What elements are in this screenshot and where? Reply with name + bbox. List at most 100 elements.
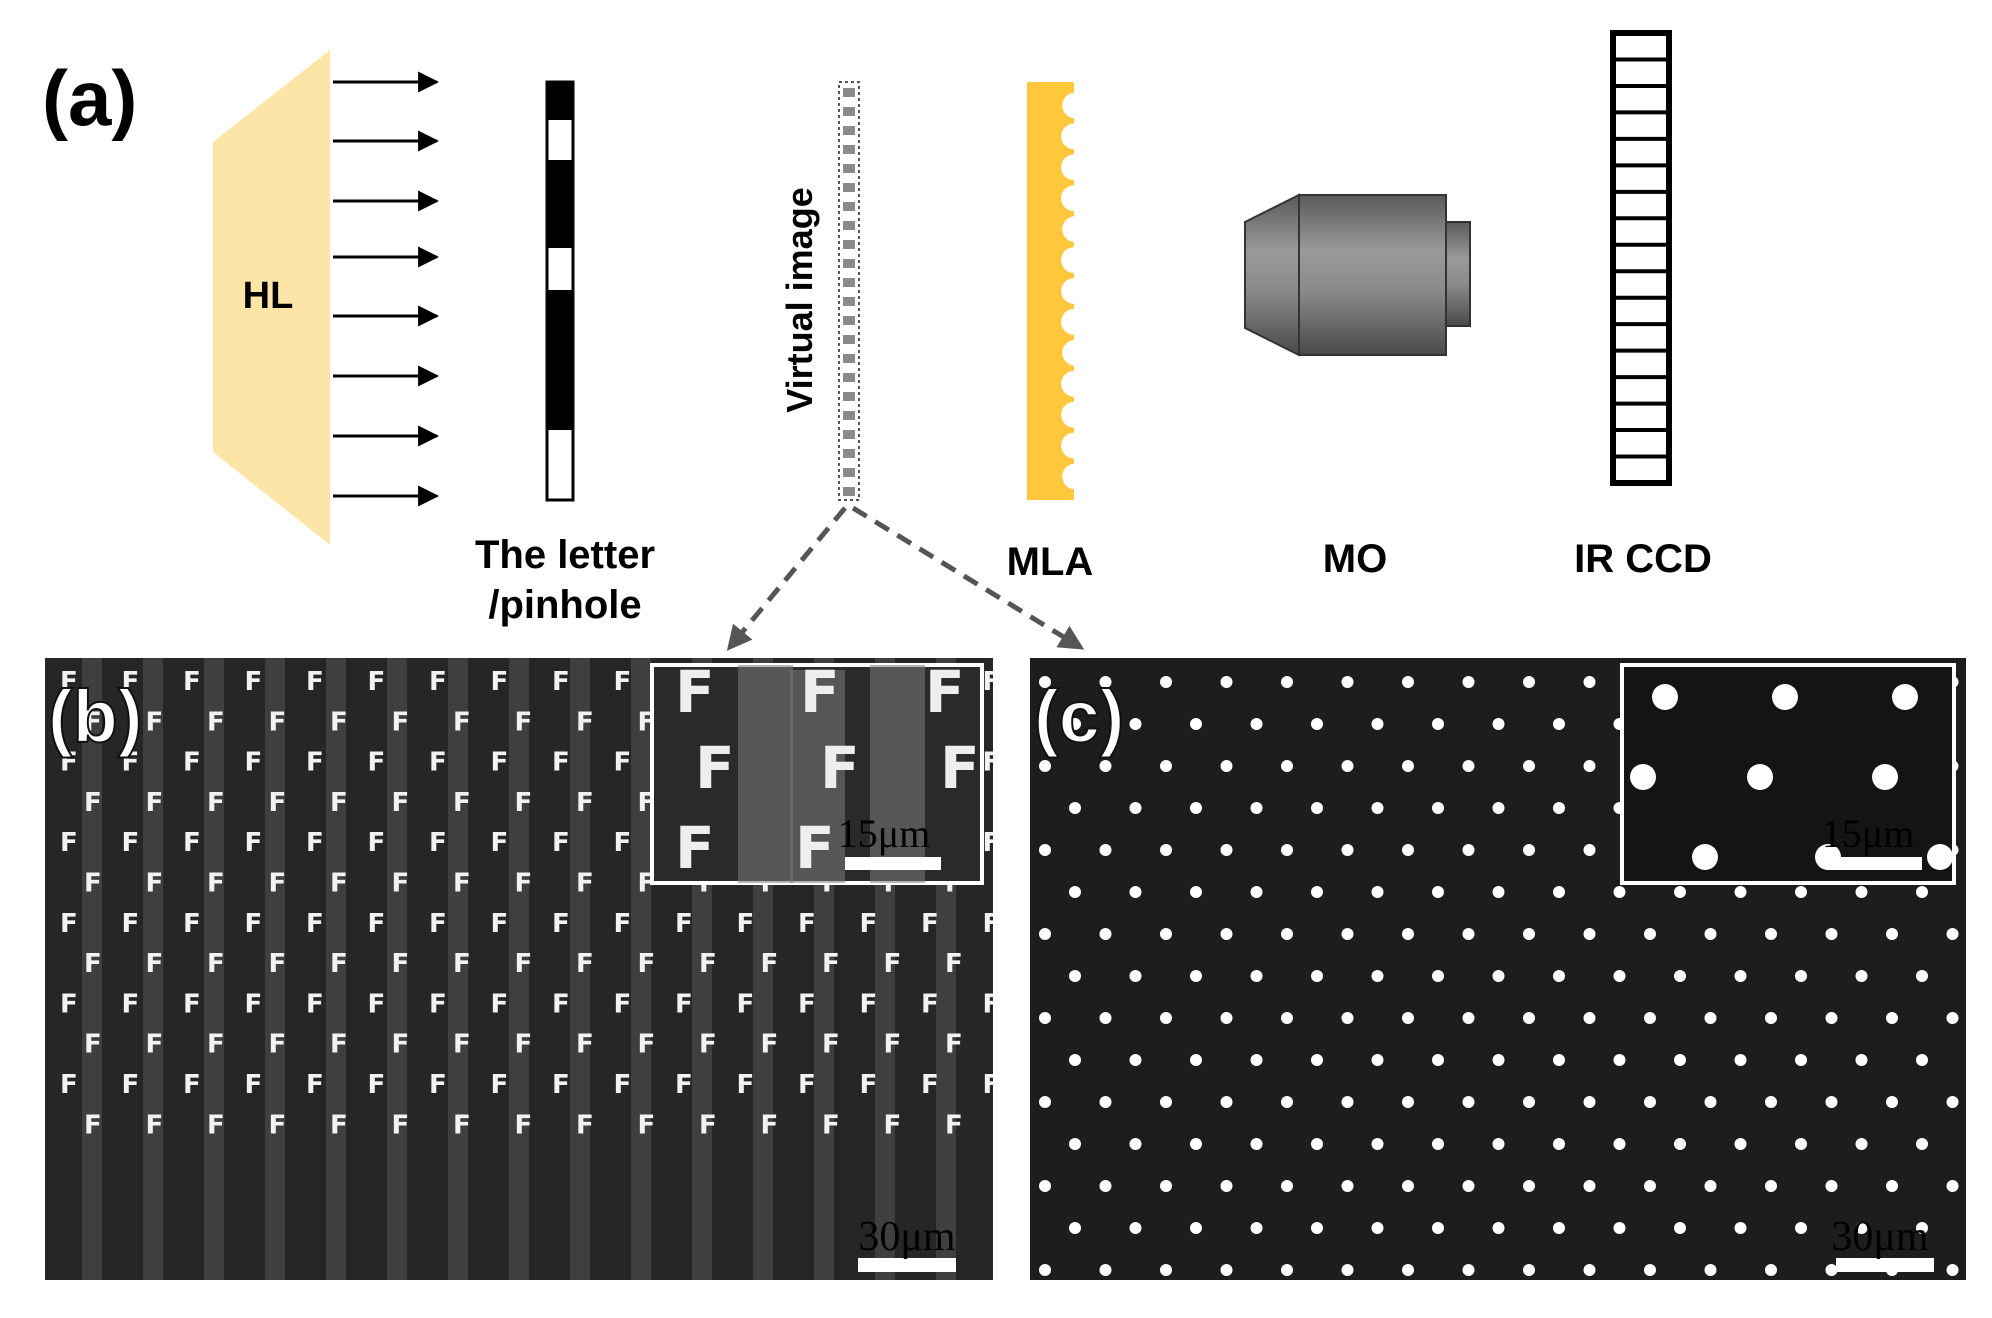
light-spot (1432, 886, 1444, 898)
f-letter: F (515, 1030, 533, 1060)
f-letter: F (330, 788, 348, 818)
virtual-image-dash (843, 164, 855, 173)
f-letter: F (945, 1110, 963, 1140)
f-letter: F (146, 869, 164, 899)
pointer-arrows (726, 505, 1085, 651)
microscope-objective-icon (1244, 193, 1471, 357)
light-spot (1432, 1138, 1444, 1150)
light-spot (1341, 844, 1354, 856)
light-spot (1220, 676, 1233, 688)
light-spot (1160, 676, 1172, 688)
f-letter: F (552, 748, 570, 778)
f-letter: F (552, 1070, 570, 1100)
f-letter: F (884, 1030, 902, 1060)
panel-c-label: (c) (1034, 675, 1124, 758)
virtual-image-plane (838, 81, 860, 501)
light-spot (1069, 1054, 1081, 1066)
panel-a-label: (a) (42, 54, 137, 142)
light-spot (1734, 970, 1747, 982)
f-letter: F (429, 828, 447, 858)
f-letter: F (515, 949, 533, 979)
f-letter: F (638, 1110, 656, 1140)
f-letter: F (453, 869, 471, 899)
f-letter: F (306, 667, 324, 697)
inset-light-spot (1892, 684, 1918, 710)
light-spot (1281, 1096, 1293, 1108)
light-spot (1523, 844, 1535, 856)
light-spot (1855, 1138, 1868, 1150)
light-spot (1099, 1096, 1112, 1108)
f-letter: F (0, 828, 16, 858)
light-spot (1523, 1096, 1535, 1108)
f-letter: F (614, 667, 632, 697)
f-letter: F (860, 989, 878, 1019)
light-spot (1553, 886, 1565, 898)
background-stripe (265, 658, 285, 1280)
f-letter: F (453, 949, 471, 979)
light-spot (1371, 802, 1384, 814)
background-stripe (387, 658, 407, 1280)
light-spot (1613, 1138, 1626, 1150)
virtual-image-label: Virtual image (779, 187, 820, 412)
f-letter: F (0, 1070, 16, 1100)
f-letter: F (515, 788, 533, 818)
light-spot (1765, 1180, 1777, 1192)
letter-label-line1: The letter (475, 533, 655, 577)
light-spot (1977, 802, 1989, 814)
inset-f-letter: F (800, 658, 840, 726)
virtual-image-dash (843, 202, 855, 211)
light-spot (1704, 1012, 1717, 1024)
f-letter: F (23, 949, 41, 979)
light-spot (1220, 760, 1233, 772)
light-spot (1583, 1012, 1596, 1024)
f-letter: F (23, 869, 41, 899)
light-spot (1190, 718, 1202, 730)
light-spot (1250, 718, 1263, 730)
f-letter: F (207, 707, 225, 737)
background-stripe (570, 658, 590, 1280)
light-spot (1977, 1222, 1989, 1234)
light-spot (1916, 1054, 1928, 1066)
light-spot (1825, 1180, 1838, 1192)
f-letter: F (453, 1110, 471, 1140)
hl-label: HL (243, 275, 294, 317)
light-spot (1129, 1138, 1142, 1150)
f-letter: F (122, 909, 140, 939)
f-letter: F (60, 667, 78, 697)
f-letter: F (269, 869, 287, 899)
light-spot (1855, 1222, 1868, 1234)
f-letter: F (269, 707, 287, 737)
light-spot (1432, 718, 1444, 730)
light-spot (1099, 1012, 1112, 1024)
light-spot (1553, 802, 1565, 814)
light-spot (1402, 928, 1414, 940)
f-letter: F (368, 989, 386, 1019)
light-spot (1009, 1222, 1021, 1234)
mo-label: MO (1323, 537, 1387, 581)
light-spot (1371, 886, 1384, 898)
light-spot (1250, 970, 1263, 982)
light-spot (1009, 970, 1021, 982)
light-spot (1674, 1222, 1686, 1234)
light-spot (1160, 1264, 1172, 1276)
light-spot (1674, 886, 1686, 898)
light-spot (1129, 802, 1142, 814)
light-spot (1946, 1096, 1959, 1108)
light-spot (1583, 1264, 1596, 1276)
panel-c-scalebar (1836, 1258, 1934, 1272)
light-spot (1946, 1180, 1959, 1192)
f-letter: F (23, 1030, 41, 1060)
light-spot (1190, 1138, 1202, 1150)
f-letter: F (737, 989, 755, 1019)
f-letter: F (183, 667, 201, 697)
f-letter: F (699, 1110, 717, 1140)
f-letter: F (207, 1110, 225, 1140)
virtual-image-dash (843, 126, 855, 135)
f-letter: F (146, 949, 164, 979)
f-letter: F (392, 869, 410, 899)
light-spot (1099, 1264, 1112, 1276)
f-letter: F (491, 909, 509, 939)
f-letter: F (429, 989, 447, 1019)
light-spot (1704, 1096, 1717, 1108)
f-letter: F (552, 909, 570, 939)
